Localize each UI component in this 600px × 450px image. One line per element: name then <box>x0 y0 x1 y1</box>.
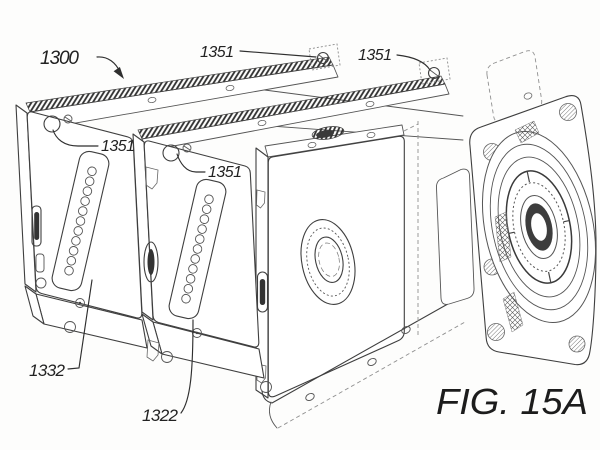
ref-1351-c-leader <box>52 129 99 147</box>
ref-label-1351-c: 1351 <box>101 138 135 155</box>
accessory-window-panel <box>436 168 475 305</box>
exploded-fastener-left <box>308 43 341 71</box>
exploded-fastener-right <box>418 57 451 85</box>
body-side-port <box>256 271 269 313</box>
module-2-latch-slot <box>143 241 159 283</box>
module-2-foot <box>141 313 265 379</box>
rail-1-fin-band <box>25 56 334 113</box>
ref-label-1322: 1322 <box>142 406 179 425</box>
ref-label-1351-b: 1351 <box>358 47 392 64</box>
expansion-module-2 <box>132 133 265 379</box>
body-top-screw-hole <box>366 131 376 139</box>
rail-2-screw-hole <box>257 119 267 127</box>
mount-knurl-patches <box>494 120 540 333</box>
ref-1351-b-leader <box>396 54 431 71</box>
top-rails <box>25 43 464 152</box>
lens-mount <box>481 130 597 324</box>
ref-1351-rail-right: 1351 <box>358 47 431 71</box>
rail-1-screw-hole <box>225 84 235 92</box>
module-1-side-face <box>15 104 37 293</box>
rail-2-screw-hole <box>365 100 375 108</box>
ref-1351-module-1: 1351 <box>52 129 135 155</box>
body-side-face <box>267 135 405 398</box>
body-band-shield <box>256 363 267 384</box>
body-band-notch <box>256 189 266 209</box>
ref-label-1351-a: 1351 <box>200 44 234 61</box>
plate-screw-hole <box>523 92 533 100</box>
ref-1332: 1332 <box>29 279 93 380</box>
figure-caption: FIG. 15A <box>436 381 588 422</box>
ref-1300: 1300 <box>40 48 124 79</box>
ref-label-1300: 1300 <box>40 48 79 69</box>
body-top-vent <box>311 126 345 140</box>
module-2-shield-notch <box>146 339 160 362</box>
ref-1351-a-leader <box>239 50 317 58</box>
module-1-screw-hole-1351 <box>43 114 73 133</box>
ref-1322: 1322 <box>142 319 194 425</box>
lens-mount-plate <box>469 92 597 366</box>
body-badge <box>300 219 356 305</box>
body-bottom-rail <box>260 295 466 429</box>
lens-opening <box>525 203 553 251</box>
body-top-screw-hole <box>307 141 317 149</box>
ref-label-1332: 1332 <box>29 361 66 380</box>
expansion-module-1 <box>15 104 148 349</box>
module-1-side-connectors <box>31 205 47 289</box>
module-1-vent-strip <box>51 150 110 292</box>
bayonet-lugs <box>508 171 570 283</box>
ref-1322-leader <box>180 319 194 414</box>
ref-1351-d-leader <box>176 153 206 173</box>
reference-labels: 1300 1351 1351 1351 1351 1332 1322 FIG. <box>29 44 588 425</box>
module-1-foot <box>24 285 148 349</box>
ref-1332-leader <box>67 279 93 370</box>
ref-label-1351-d: 1351 <box>208 164 242 181</box>
module-2-vent-strip <box>168 178 227 320</box>
camera-body <box>255 124 466 429</box>
ref-1351-rail-left: 1351 <box>200 44 317 61</box>
module-2-shield-notch <box>145 166 159 190</box>
module-2-screw-hole-1351 <box>162 143 192 162</box>
module-2-front-face <box>143 140 260 348</box>
body-foot-hole <box>260 381 272 393</box>
rail-1-screw-hole <box>147 96 157 104</box>
ref-1300-arrowhead <box>113 67 124 79</box>
rail-2-fin-band <box>137 75 446 140</box>
ref-1351-module-2: 1351 <box>176 153 242 181</box>
